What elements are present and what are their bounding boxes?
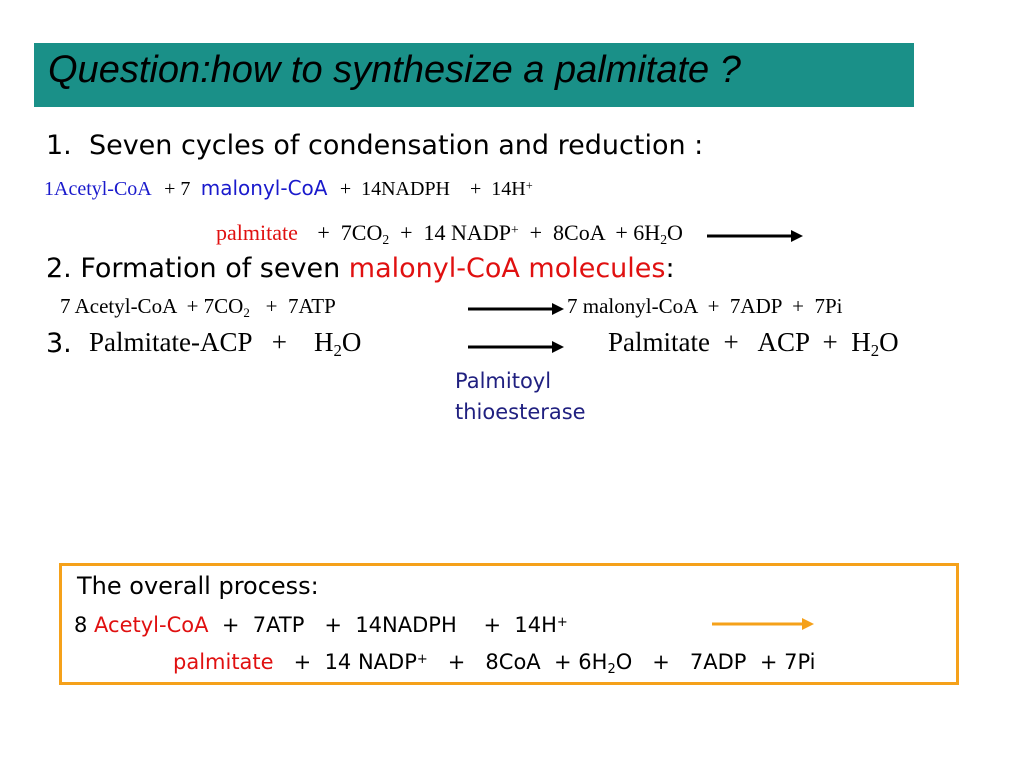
item3-equation-right: Palmitate + ACP + H2O bbox=[608, 327, 899, 361]
overall-equation-line1: 8 Acetyl-CoA + 7ATP + 14NADPH + 14H+ bbox=[74, 613, 568, 637]
overall-palmitate: palmitate bbox=[173, 650, 274, 674]
plus-seven: + 7 bbox=[164, 178, 191, 200]
item2-heading: 2. Formation of seven malonyl-CoA molecu… bbox=[46, 253, 675, 284]
item1-equation-line2: palmitate + 7CO2 + 14 NADP+ + 8CoA + 6H2… bbox=[216, 220, 683, 246]
reaction-arrow-1 bbox=[707, 230, 803, 242]
malonyl-coa-molecules: malonyl-CoA molecules bbox=[348, 253, 666, 284]
overall-process-box bbox=[59, 563, 959, 685]
item1-number: 1. bbox=[46, 130, 72, 161]
item3-number: 3. bbox=[46, 328, 72, 359]
overall-acetyl-coa: Acetyl-CoA bbox=[94, 613, 209, 637]
item3-equation-left: Palmitate-ACP + H2O bbox=[89, 327, 362, 361]
malonyl-coa-term: malonyl-CoA bbox=[200, 176, 328, 200]
item2-equation-right: 7 malonyl-CoA + 7ADP + 7Pi bbox=[567, 294, 843, 318]
item2-equation-left: 7 Acetyl-CoA + 7CO2 + 7ATP bbox=[60, 294, 336, 320]
overall-equation-line2: palmitate + 14 NADP+ + 8CoA + 6H2O + 7AD… bbox=[173, 650, 816, 677]
acetyl-coa-term: 1Acetyl-CoA bbox=[44, 178, 152, 200]
title-bar bbox=[34, 43, 914, 107]
item1-heading: 1. Seven cycles of condensation and redu… bbox=[46, 130, 703, 161]
palmitate-product: palmitate bbox=[216, 220, 298, 245]
reaction-arrow-3 bbox=[468, 341, 564, 353]
overall-heading: The overall process: bbox=[77, 572, 319, 600]
item1-products: + 7CO2 + 14 NADP+ + 8CoA + 6H2O bbox=[317, 220, 683, 248]
item1-equation-line1: 1Acetyl-CoA + 7 malonyl-CoA + 14NADPH + … bbox=[44, 176, 533, 201]
reaction-arrow-2 bbox=[468, 303, 564, 315]
item1-text: Seven cycles of condensation and reducti… bbox=[88, 130, 704, 161]
enzyme-label: Palmitoyl thioesterase bbox=[455, 369, 586, 424]
reaction-arrow-overall bbox=[712, 618, 814, 630]
slide-title: Question:how to synthesize a palmitate ? bbox=[48, 49, 741, 91]
nadph-term: + 14NADPH + 14H+ bbox=[339, 178, 533, 200]
